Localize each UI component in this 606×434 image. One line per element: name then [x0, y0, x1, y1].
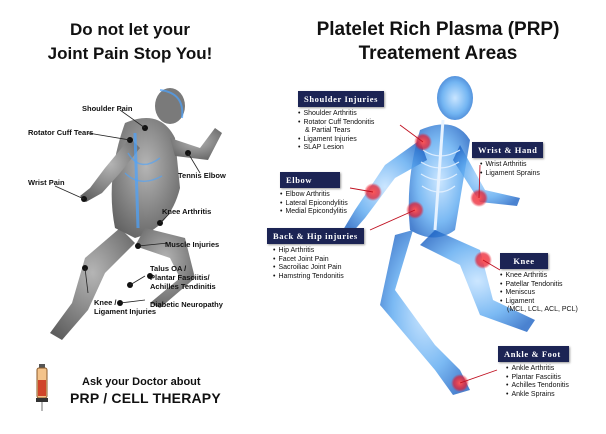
back-hip-box: Back & Hip injuries Hip Arthritis Facet … — [267, 228, 364, 281]
knee-box: Knee Knee Arthritis Patellar Tendonitis … — [500, 253, 578, 315]
label-shoulder-pain: Shoulder Pain — [82, 104, 133, 113]
knee-list: Knee Arthritis Patellar Tendonitis Menis… — [500, 272, 578, 315]
label-knee-line2: Ligament Injuries — [94, 307, 157, 316]
skeleton-runner-illustration — [343, 76, 535, 395]
knee-header: Knee — [500, 253, 548, 269]
ankle-foot-list: Ankle Arthritis Plantar Fasciitis Achill… — [506, 365, 569, 400]
list-item: Wrist Arthritis — [480, 161, 543, 170]
list-item: Knee Arthritis — [500, 272, 578, 281]
back-hip-list: Hip Arthritis Facet Joint Pain Sacroilia… — [273, 247, 364, 281]
label-talus-line3: Achilles Tendinitis — [150, 282, 216, 291]
left-headline: Do not let your Joint Pain Stop You! — [0, 18, 260, 66]
list-item: Meniscus — [500, 289, 578, 298]
right-headline: Platelet Rich Plasma (PRP) Treatement Ar… — [270, 18, 606, 66]
list-item: Achilles Tendonitis — [506, 382, 568, 391]
right-title-line2: Treatement Areas — [358, 43, 518, 64]
list-item: Ligament Injuries — [298, 136, 384, 145]
label-rotator-cuff-tears: Rotator Cuff Tears — [28, 128, 94, 137]
list-item: & Partial Tears — [305, 127, 351, 134]
label-knee-arthritis: Knee Arthritis — [162, 207, 212, 216]
list-item: Shoulder Arthritis — [298, 110, 384, 119]
syringe-icon — [36, 364, 48, 411]
label-diabetic-neuropathy: Diabetic Neuropathy — [150, 300, 223, 309]
list-item: Patellar Tendonitis — [500, 281, 578, 290]
list-item: Elbow Arthritis — [280, 191, 348, 200]
list-item: Ligament Sprains — [480, 170, 543, 179]
wrist-hand-box: Wrist & Hand Wrist Arthritis Ligament Sp… — [472, 142, 544, 178]
label-talus-plantar-achilles: Talus OA / Plantar Fasciitis/ Achilles T… — [150, 264, 216, 291]
right-title-line1: Platelet Rich Plasma (PRP) — [316, 19, 560, 40]
label-talus-line2: Plantar Fasciitis/ — [150, 273, 210, 282]
left-title-line2: Joint Pain Stop You! — [47, 44, 213, 63]
wrist-hand-list: Wrist Arthritis Ligament Sprains — [480, 161, 543, 178]
list-item: Lateral Epicondylitis — [280, 200, 347, 209]
elbow-header: Elbow — [280, 172, 340, 188]
elbow-box: Elbow Elbow Arthritis Lateral Epicondyli… — [280, 172, 348, 217]
list-item: Ankle Arthritis — [506, 365, 569, 374]
list-item: Medial Epicondylitis — [280, 208, 348, 217]
running-figure-illustration — [50, 88, 222, 340]
label-tennis-elbow: Tennis Elbow — [178, 171, 226, 180]
wrist-hand-header: Wrist & Hand — [472, 142, 544, 158]
label-knee-line1: Knee / — [94, 298, 117, 307]
list-item: Facet Joint Pain — [273, 256, 364, 265]
ask-doctor-text: Ask your Doctor about — [82, 376, 201, 388]
list-item: Rotator Cuff Tendonitis — [298, 119, 384, 128]
back-hip-header: Back & Hip injuries — [267, 228, 364, 244]
ankle-foot-box: Ankle & Foot Ankle Arthritis Plantar Fas… — [498, 346, 569, 399]
list-item: Hip Arthritis — [273, 247, 364, 256]
shoulder-injuries-box: Shoulder Injuries Shoulder Arthritis Rot… — [298, 91, 385, 153]
ankle-foot-header: Ankle & Foot — [498, 346, 569, 362]
shoulder-injuries-header: Shoulder Injuries — [298, 91, 385, 107]
list-item: Ligament — [500, 298, 578, 307]
list-item: Plantar Fasciitis — [506, 374, 569, 383]
label-muscle-injuries: Muscle Injuries — [165, 240, 220, 249]
list-item: SLAP Lesion — [298, 144, 384, 153]
label-knee-ligament: Knee / Ligament Injuries — [94, 298, 156, 316]
list-item: Ankle Sprains — [506, 391, 569, 400]
elbow-list: Elbow Arthritis Lateral Epicondylitis Me… — [280, 191, 348, 217]
label-talus-line1: Talus OA / — [150, 264, 187, 273]
left-title-line1: Do not let your — [70, 20, 190, 39]
list-item: Hamstring Tendonitis — [273, 273, 364, 282]
prp-cell-therapy-text: PRP / CELL THERAPY — [70, 390, 221, 406]
list-item: Sacroiliac Joint Pain — [273, 264, 364, 273]
list-item: (MCL, LCL, ACL, PCL) — [507, 306, 578, 313]
label-wrist-pain: Wrist Pain — [28, 178, 65, 187]
shoulder-injuries-list: Shoulder Arthritis Rotator Cuff Tendonit… — [298, 110, 384, 153]
